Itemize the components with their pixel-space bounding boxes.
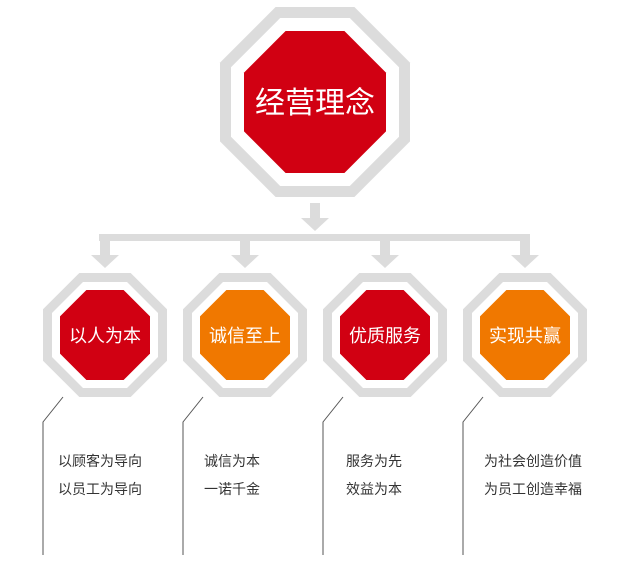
- arrow-down-icon: [511, 255, 539, 268]
- arrow-down-icon: [91, 255, 119, 268]
- value-label: 以人为本: [69, 326, 141, 347]
- description-2: 诚信为本一诺千金: [204, 448, 260, 504]
- leader-line: [42, 396, 64, 555]
- value-label: 诚信至上: [209, 326, 281, 347]
- description-line: 为社会创造价值: [484, 454, 582, 470]
- leader-line: [462, 396, 484, 555]
- description-4: 为社会创造价值为员工创造幸福: [484, 448, 582, 504]
- arrow-shaft: [100, 241, 110, 256]
- description-line: 以顾客为导向: [58, 454, 142, 470]
- octagon-fill: [200, 290, 290, 380]
- description-line: 效益为本: [346, 482, 402, 498]
- leader-line: [322, 396, 344, 555]
- arrow-shaft: [240, 241, 250, 256]
- connector-arrows: [91, 203, 539, 268]
- arrow-shaft: [520, 241, 530, 256]
- description-line: 诚信为本: [204, 454, 260, 470]
- arrow-shaft: [310, 203, 320, 219]
- description-line: 以员工为导向: [58, 482, 142, 498]
- root-title: 经营理念: [255, 86, 375, 121]
- description-line: 一诺千金: [204, 482, 260, 498]
- description-line: 为员工创造幸福: [484, 482, 582, 498]
- value-label: 实现共赢: [489, 325, 561, 347]
- octagon-fill: [480, 290, 570, 380]
- value-node-4: 实现共赢: [462, 273, 587, 555]
- arrow-down-icon: [301, 218, 329, 231]
- arrow-shaft: [380, 241, 390, 256]
- value-node-3: 优质服务: [322, 273, 447, 555]
- octagon-fill: [340, 290, 430, 380]
- value-node-2: 诚信至上: [182, 273, 307, 555]
- description-3: 服务为先效益为本: [346, 448, 402, 504]
- value-label: 优质服务: [349, 326, 421, 347]
- root-node: [220, 7, 410, 197]
- value-node-1: 以人为本: [42, 273, 167, 555]
- leader-line: [182, 396, 204, 555]
- connector-bar: [99, 234, 530, 241]
- octagon-fill: [244, 31, 386, 173]
- arrow-down-icon: [231, 255, 259, 268]
- octagon-fill: [60, 290, 150, 380]
- description-1: 以顾客为导向以员工为导向: [58, 448, 142, 504]
- arrow-down-icon: [371, 255, 399, 268]
- description-line: 服务为先: [346, 454, 402, 470]
